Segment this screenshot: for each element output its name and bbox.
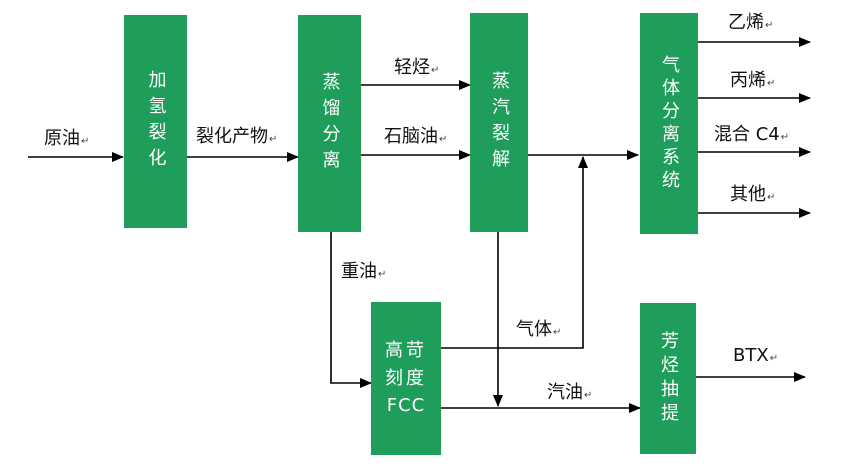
label-cracked-products: 裂化产物↵ [196, 126, 278, 147]
box-hydrocracking: 加氢裂化 [124, 15, 187, 228]
box-high-severity-fcc: 高苛 刻度 FCC [371, 302, 441, 455]
label-other: 其他↵ [730, 184, 776, 205]
label-mixed-c4: 混合 C4↵ [714, 124, 790, 145]
label-heavy-oil: 重油↵ [341, 261, 387, 282]
box-distillation: 蒸馏分离 [298, 15, 361, 232]
box-steam-cracking: 蒸汽裂解 [470, 13, 528, 232]
label-gas: 气体↵ [516, 319, 562, 340]
box-gas-separation: 气体分离系统 [640, 13, 698, 234]
arrow-heavy-oil [330, 232, 372, 388]
label-gasoline: 汽油↵ [547, 382, 593, 403]
label-naphtha: 石脑油↵ [384, 126, 448, 147]
label-light-hydrocarbons: 轻烃↵ [394, 57, 440, 78]
label-btx: BTX↵ [733, 345, 779, 366]
label-ethylene: 乙烯↵ [728, 12, 774, 33]
arrow-gas [441, 156, 588, 349]
label-crude-oil: 原油↵ [44, 128, 90, 149]
label-propylene: 丙烯↵ [730, 70, 776, 91]
box-aromatics-extraction: 芳烃抽提 [640, 303, 696, 454]
